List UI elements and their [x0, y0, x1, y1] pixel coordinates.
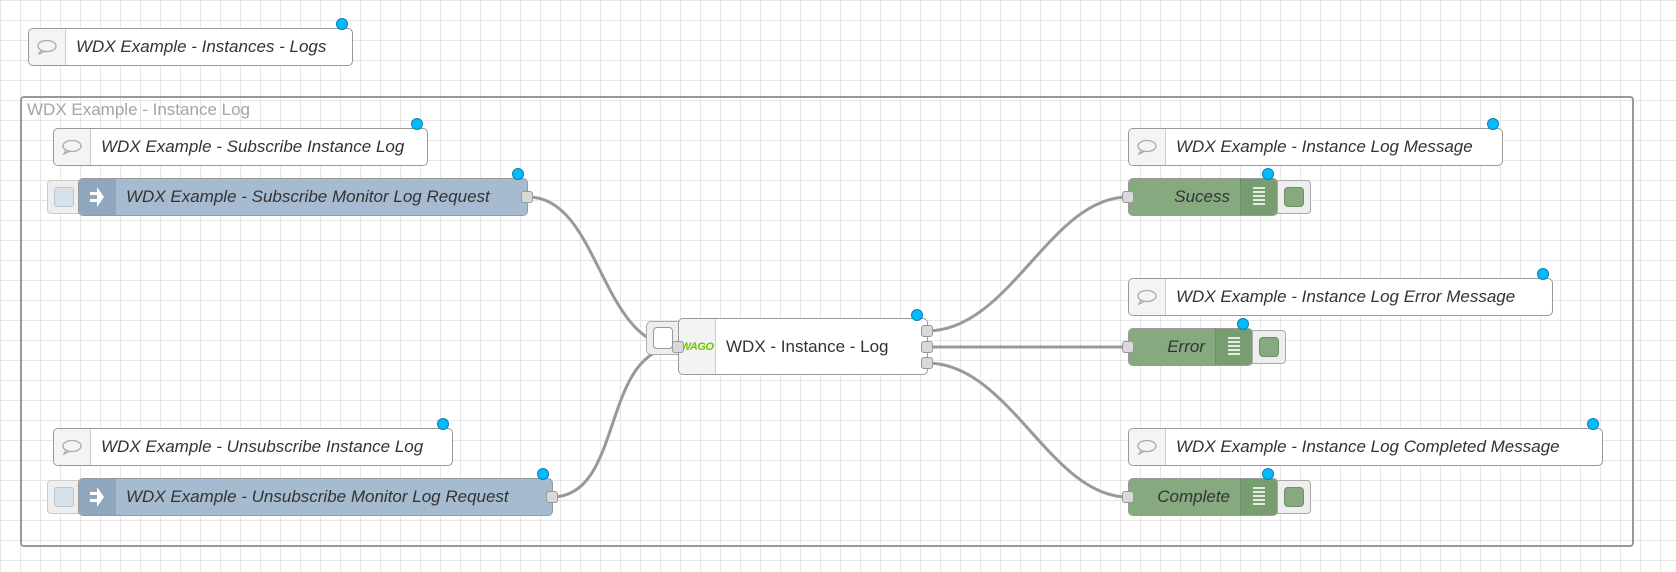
speech-bubble-icon [29, 29, 66, 65]
debug-node-success[interactable]: Sucess [1128, 178, 1278, 216]
inject-label: WDX Example - Subscribe Monitor Log Requ… [126, 187, 490, 206]
speech-bubble-icon [54, 129, 91, 165]
speech-bubble-icon [1129, 429, 1166, 465]
comment-label: WDX Example - Instance Log Message [1176, 137, 1473, 156]
debug-toggle-button[interactable] [1277, 480, 1311, 514]
comment-node-log-message[interactable]: WDX Example - Instance Log Message [1128, 128, 1503, 166]
changed-badge [411, 118, 423, 130]
input-port[interactable] [1122, 191, 1134, 203]
output-port-2[interactable] [921, 341, 933, 353]
inject-trigger-button[interactable] [47, 180, 81, 214]
input-port[interactable] [672, 341, 684, 353]
wdx-instance-log-node[interactable]: WAGO WDX - Instance - Log [678, 318, 928, 375]
speech-bubble-icon [54, 429, 91, 465]
changed-badge [1237, 318, 1249, 330]
comment-label: WDX Example - Unsubscribe Instance Log [101, 437, 424, 456]
input-port[interactable] [1122, 491, 1134, 503]
comment-node-completed-message[interactable]: WDX Example - Instance Log Completed Mes… [1128, 428, 1603, 466]
changed-badge [512, 168, 524, 180]
changed-badge [1587, 418, 1599, 430]
debug-node-complete[interactable]: Complete [1128, 478, 1278, 516]
group-label: WDX Example - Instance Log [27, 100, 250, 119]
list-lines-icon [1240, 179, 1277, 215]
list-lines-icon [1215, 329, 1252, 365]
comment-node-instances-logs[interactable]: WDX Example - Instances - Logs [28, 28, 353, 66]
output-port-3[interactable] [921, 357, 933, 369]
changed-badge [1262, 468, 1274, 480]
debug-label: Sucess [1174, 187, 1230, 206]
changed-badge [537, 468, 549, 480]
comment-label: WDX Example - Subscribe Instance Log [101, 137, 405, 156]
changed-badge [1262, 168, 1274, 180]
group-instance-log[interactable]: WDX Example - Instance Log [20, 96, 1634, 547]
speech-bubble-icon [1129, 129, 1166, 165]
inject-arrow-icon [79, 179, 116, 215]
debug-toggle-button[interactable] [1252, 330, 1286, 364]
inject-label: WDX Example - Unsubscribe Monitor Log Re… [126, 487, 509, 506]
debug-toggle-button[interactable] [1277, 180, 1311, 214]
inject-trigger-button[interactable] [47, 480, 81, 514]
output-port-1[interactable] [921, 325, 933, 337]
comment-label: WDX Example - Instances - Logs [76, 37, 327, 56]
comment-node-error-message[interactable]: WDX Example - Instance Log Error Message [1128, 278, 1553, 316]
debug-label: Error [1167, 337, 1205, 356]
comment-node-unsubscribe[interactable]: WDX Example - Unsubscribe Instance Log [53, 428, 453, 466]
changed-badge [1487, 118, 1499, 130]
changed-badge [911, 309, 923, 321]
inject-arrow-icon [79, 479, 116, 515]
wago-logo-text: WAGO [680, 340, 714, 353]
speech-bubble-icon [1129, 279, 1166, 315]
inject-node-unsubscribe[interactable]: WDX Example - Unsubscribe Monitor Log Re… [78, 478, 553, 516]
comment-label: WDX Example - Instance Log Error Message [1176, 287, 1516, 306]
debug-label: Complete [1157, 487, 1230, 506]
changed-badge [336, 18, 348, 30]
wago-node-label: WDX - Instance - Log [726, 336, 889, 356]
input-port[interactable] [1122, 341, 1134, 353]
list-lines-icon [1240, 479, 1277, 515]
inject-node-subscribe[interactable]: WDX Example - Subscribe Monitor Log Requ… [78, 178, 528, 216]
changed-badge [1537, 268, 1549, 280]
debug-node-error[interactable]: Error [1128, 328, 1253, 366]
output-port[interactable] [521, 191, 533, 203]
changed-badge [437, 418, 449, 430]
comment-label: WDX Example - Instance Log Completed Mes… [1176, 437, 1560, 456]
wago-logo: WAGO [679, 319, 716, 374]
comment-node-subscribe[interactable]: WDX Example - Subscribe Instance Log [53, 128, 428, 166]
output-port[interactable] [546, 491, 558, 503]
